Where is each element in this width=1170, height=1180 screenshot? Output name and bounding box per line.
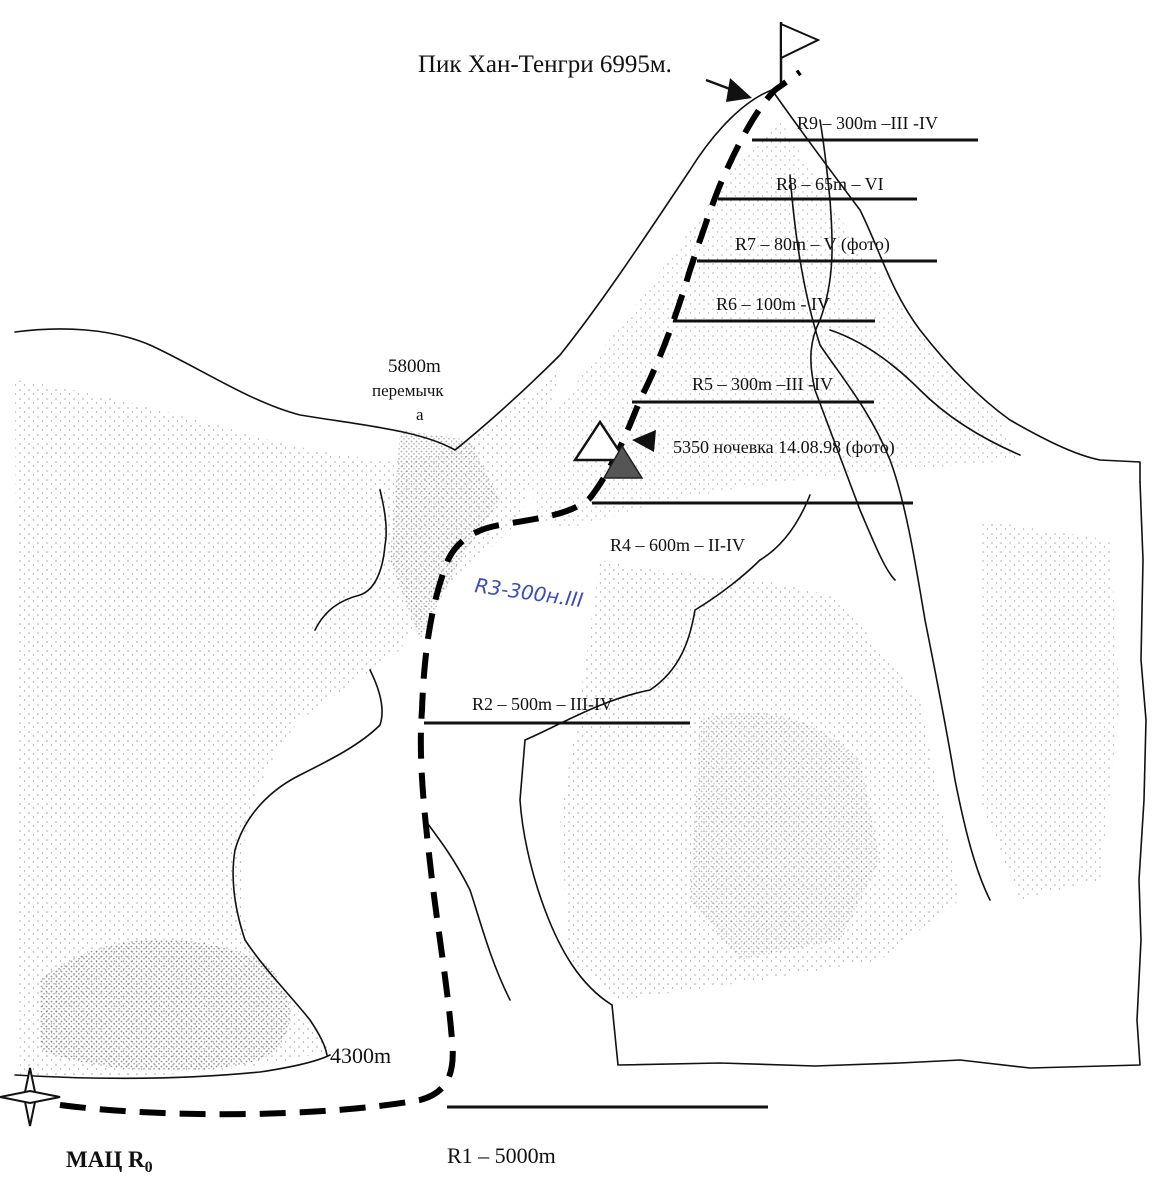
pitch-label-r2: R2 – 500m – III-IV xyxy=(472,694,613,714)
base-camp-compass-icon xyxy=(0,1067,61,1127)
base-camp-label: МАЦ R0 xyxy=(66,1147,153,1176)
pitch-lines xyxy=(424,138,978,1109)
camp-pointer-arrow xyxy=(632,430,656,452)
pitch-label-r8: R8 – 65m – VI xyxy=(776,174,884,194)
saddle-height-label: 5800m xyxy=(388,356,441,377)
camp-label: 5350 ночевка 14.08.98 (фото) xyxy=(673,437,895,458)
bivouac-tent-icon xyxy=(572,419,644,479)
summit-pointer-arrow xyxy=(705,78,752,102)
saddle-name-line2: а xyxy=(416,405,424,424)
pitch-label-r3-handwritten: R3-300н.III xyxy=(473,573,585,612)
base-height-label: 4300m xyxy=(330,1043,391,1068)
ridge-lines xyxy=(14,89,1147,1080)
saddle-name-line1: перемычк xyxy=(372,381,444,400)
summit-flag-icon xyxy=(779,22,821,88)
pitch-label-r5: R5 – 300m –III -IV xyxy=(692,374,833,394)
climbing-route xyxy=(59,69,802,1118)
pitch-label-r4: R4 – 600m – II-IV xyxy=(610,535,745,555)
pitch-label-r6: R6 – 100m - IV xyxy=(716,294,830,314)
summit-label: Пик Хан-Тенгри 6995м. xyxy=(418,51,672,78)
mountain-shading xyxy=(15,120,1120,1077)
pitch-label-r7: R7 – 80m – V (фото) xyxy=(735,234,890,255)
pitch-label-r1: R1 – 5000m xyxy=(447,1143,556,1168)
pitch-label-r9: R9 – 300m –III -IV xyxy=(797,113,938,133)
